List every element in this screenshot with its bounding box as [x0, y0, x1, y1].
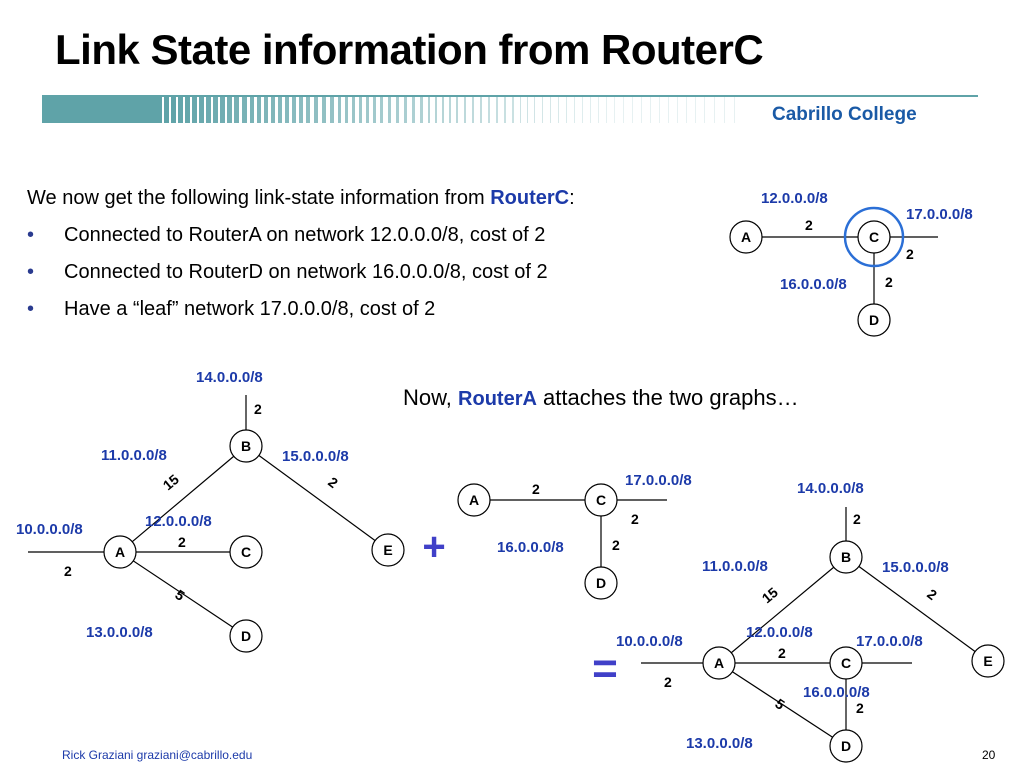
link-cost: 2	[612, 537, 620, 553]
svg-text:D: D	[596, 575, 606, 591]
link-cost: 15	[759, 584, 781, 606]
bullet-item: •Connected to RouterA on network 12.0.0.…	[27, 217, 575, 254]
network-label: 17.0.0.0/8	[856, 633, 923, 650]
link-cost: 15	[160, 471, 182, 493]
intro-line: We now get the following link-state info…	[27, 187, 575, 209]
bullet-dot-icon: •	[27, 224, 35, 246]
svg-text:E: E	[983, 653, 992, 669]
node-b: B	[229, 429, 263, 463]
graph-routera: B A C E D 14.0.0.0/8 11.0.0.0/8 15.0.0.0…	[16, 369, 405, 653]
node-a: A	[457, 483, 491, 517]
node-d: D	[229, 619, 263, 653]
svg-text:A: A	[469, 492, 479, 508]
network-label: 10.0.0.0/8	[616, 633, 683, 650]
link-cost: 2	[906, 246, 914, 262]
node-c: C	[229, 535, 263, 569]
svg-text:C: C	[241, 544, 251, 560]
node-a: A	[729, 220, 763, 254]
network-label: 11.0.0.0/8	[702, 558, 768, 575]
node-d: D	[857, 303, 891, 337]
footer-author: Rick Graziani graziani@cabrillo.edu	[62, 748, 253, 762]
network-label: 15.0.0.0/8	[282, 448, 349, 465]
node-d: D	[829, 729, 863, 763]
graph-merged: B A C E D 14.0.0.0/8 11.0.0.0/8 15.0.0.0…	[616, 480, 1005, 763]
network-label: 16.0.0.0/8	[780, 276, 847, 293]
node-c: C	[857, 220, 891, 254]
svg-text:A: A	[714, 655, 724, 671]
node-a: A	[702, 646, 736, 680]
highlight-ring	[843, 206, 905, 268]
bullet-item: •Have a “leaf” network 17.0.0.0/8, cost …	[27, 291, 575, 328]
network-label: 12.0.0.0/8	[746, 624, 813, 641]
link-cost: 2	[924, 586, 940, 604]
node-c: C	[829, 646, 863, 680]
bullet-list: We now get the following link-state info…	[27, 180, 575, 328]
node-e: E	[371, 533, 405, 567]
network-label: 17.0.0.0/8	[625, 472, 692, 489]
link-cost: 2	[805, 217, 813, 233]
network-label: 12.0.0.0/8	[761, 190, 828, 207]
node-c: C	[584, 483, 618, 517]
link-cost: 2	[64, 563, 72, 579]
network-label: 10.0.0.0/8	[16, 521, 83, 538]
svg-text:B: B	[841, 549, 851, 565]
network-label: 13.0.0.0/8	[686, 735, 753, 752]
page-number: 20	[982, 748, 996, 762]
network-label: 13.0.0.0/8	[86, 624, 153, 641]
svg-text:C: C	[841, 655, 851, 671]
svg-text:C: C	[869, 229, 879, 245]
network-label: 17.0.0.0/8	[906, 206, 973, 223]
equals-operator: =	[592, 644, 618, 693]
bullet-item: •Connected to RouterD on network 16.0.0.…	[27, 254, 575, 291]
svg-text:E: E	[383, 542, 392, 558]
plus-operator: +	[422, 525, 445, 569]
link-cost: 2	[853, 511, 861, 527]
network-label: 11.0.0.0/8	[101, 447, 167, 464]
link-cost: 2	[856, 700, 864, 716]
link-cost: 2	[631, 511, 639, 527]
bullet-dot-icon: •	[27, 298, 35, 320]
bullet-dot-icon: •	[27, 261, 35, 283]
network-label: 16.0.0.0/8	[497, 539, 564, 556]
link-cost: 2	[178, 534, 186, 550]
link-cost: 5	[772, 695, 788, 713]
svg-text:C: C	[596, 492, 606, 508]
router-name: RouterA	[458, 388, 537, 410]
link-cost: 2	[325, 474, 341, 492]
node-d: D	[584, 566, 618, 600]
svg-text:A: A	[741, 229, 751, 245]
link-cost: 2	[885, 274, 893, 290]
link-cost: 2	[664, 674, 672, 690]
network-label: 15.0.0.0/8	[882, 559, 949, 576]
link-cost: 2	[778, 645, 786, 661]
network-label: 14.0.0.0/8	[797, 480, 864, 497]
svg-text:B: B	[241, 438, 251, 454]
slide-title: Link State information from RouterC	[55, 26, 764, 73]
network-label: 16.0.0.0/8	[803, 684, 870, 701]
network-label: 12.0.0.0/8	[145, 513, 212, 530]
node-a: A	[103, 535, 137, 569]
node-b: B	[829, 540, 863, 574]
network-label: 14.0.0.0/8	[196, 369, 263, 386]
router-name: RouterC	[490, 187, 570, 209]
link-cost: 2	[532, 481, 540, 497]
now-statement: Now, RouterA attaches the two graphs…	[403, 385, 799, 410]
brand-logo-text: Cabrillo College	[772, 104, 917, 125]
graph-routerc-copy: A C D 17.0.0.0/8 16.0.0.0/8 2 2 2	[457, 472, 692, 600]
svg-text:D: D	[869, 312, 879, 328]
svg-text:D: D	[841, 738, 851, 754]
graph-routerc: A C D 12.0.0.0/8 17.0.0.0/8 16.0.0.0/8 2…	[729, 190, 973, 337]
link-cost: 2	[254, 401, 262, 417]
header-banner	[42, 95, 978, 123]
node-e: E	[971, 644, 1005, 678]
svg-text:A: A	[115, 544, 125, 560]
svg-text:D: D	[241, 628, 251, 644]
